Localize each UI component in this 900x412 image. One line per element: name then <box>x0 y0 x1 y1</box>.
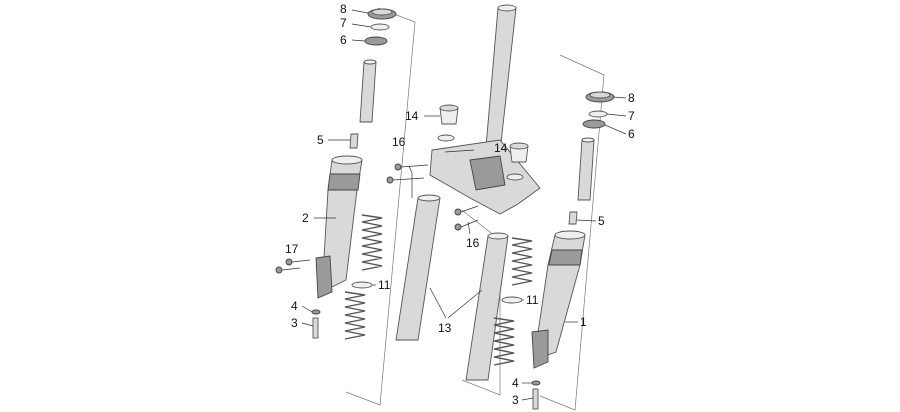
crown-bolts-16a <box>386 163 429 184</box>
callout-right-4: 4 <box>512 376 519 390</box>
callout-left-4: 4 <box>291 299 298 313</box>
right-seal <box>582 119 606 129</box>
lower-bearing-14b <box>506 142 529 181</box>
callout-left-7: 7 <box>340 16 347 30</box>
callout-left-2: 2 <box>302 211 309 225</box>
callout-right-8: 8 <box>628 91 635 105</box>
callout-right-1: 1 <box>580 315 587 329</box>
callout-right-6: 6 <box>628 127 635 141</box>
right-top-cap <box>585 91 615 103</box>
left-seal <box>364 36 388 46</box>
right-spring-upper <box>511 237 533 286</box>
left-bolts-17 <box>275 258 311 274</box>
right-spacer-11 <box>501 296 523 304</box>
left-spacer-11 <box>351 281 373 289</box>
callout-right-7: 7 <box>628 109 635 123</box>
leader-lines <box>301 9 627 401</box>
callout-13: 13 <box>438 321 452 335</box>
left-assembly-frame <box>345 7 416 406</box>
right-oring <box>588 110 608 118</box>
fork-tubes-13 <box>395 194 509 381</box>
left-spring-lower <box>344 291 366 340</box>
left-outer-slider <box>315 155 363 299</box>
callout-left-6: 6 <box>340 33 347 47</box>
left-spring-upper <box>361 214 383 271</box>
callout-left-3: 3 <box>291 316 298 330</box>
right-washer-4 <box>531 380 541 386</box>
right-bolt-3 <box>532 388 539 410</box>
crown-bolts-16b <box>454 205 479 231</box>
callout-16-lower: 16 <box>466 236 480 250</box>
callout-14-lower: 14 <box>494 141 508 155</box>
left-inner-tube <box>359 59 377 123</box>
callout-14-top: 14 <box>405 109 419 123</box>
callout-16-top: 16 <box>392 135 406 149</box>
right-assembly-frame <box>539 54 605 411</box>
left-bolt-3 <box>312 317 319 339</box>
callout-right-3: 3 <box>512 393 519 407</box>
callout-left-11: 11 <box>378 278 391 292</box>
right-bushing <box>568 211 578 225</box>
top-bearing-14a <box>437 104 459 142</box>
callout-right-5: 5 <box>598 214 605 228</box>
callout-right-11: 11 <box>526 293 539 307</box>
callout-left-8: 8 <box>340 2 347 16</box>
callout-left-5: 5 <box>317 133 324 147</box>
left-bushing <box>349 133 359 149</box>
center-assembly-frame <box>461 209 501 396</box>
callout-left-17: 17 <box>285 242 299 256</box>
right-outer-slider <box>531 230 586 369</box>
left-top-cap <box>367 8 397 20</box>
left-washer-4 <box>311 309 321 315</box>
right-spring-lower <box>493 317 515 366</box>
right-inner-tube <box>577 137 595 201</box>
left-oring <box>370 23 390 31</box>
